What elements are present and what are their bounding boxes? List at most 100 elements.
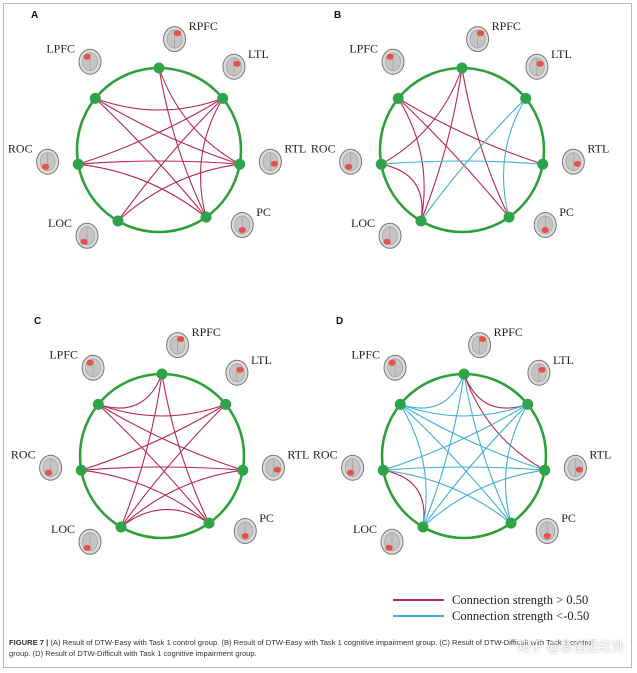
connection-rpfc-lpfc: [400, 373, 465, 409]
brain-icon-roc: [39, 454, 63, 481]
node-ltl: [520, 92, 532, 104]
node-ltl: [220, 398, 232, 410]
legend-negative-label: Connection strength <-0.50: [452, 609, 589, 623]
brain-icon-rtl: [561, 148, 585, 175]
panel-letter: A: [31, 10, 38, 21]
brain-icon-pc: [535, 517, 559, 544]
node-loc: [417, 521, 429, 533]
connection-ltl-roc: [383, 403, 528, 471]
brain-icon-roc: [341, 454, 365, 481]
brain-icon-pc: [533, 211, 557, 238]
node-pc: [503, 211, 515, 223]
region-label-rpfc: RPFC: [189, 19, 218, 33]
connection-lpfc-loc: [399, 404, 427, 528]
panel-ring: [75, 66, 243, 234]
node-rtl: [539, 464, 551, 476]
brain-icon-lpfc: [383, 354, 407, 381]
connection-lpfc-pc: [399, 404, 512, 524]
region-label-pc: PC: [256, 205, 271, 219]
connection-rpfc-pc: [463, 373, 512, 524]
connection-lpfc-pc: [97, 404, 210, 524]
node-ltl: [522, 398, 534, 410]
node-loc: [115, 521, 127, 533]
region-label-ltl: LTL: [248, 47, 269, 61]
connection-lpfc-pc: [397, 98, 510, 218]
connection-ltl-roc: [81, 403, 226, 471]
connection-rpfc-ltl: [463, 373, 528, 409]
node-loc: [415, 215, 427, 227]
brain-icon-lpfc: [78, 48, 102, 75]
region-label-rpfc: RPFC: [494, 325, 523, 339]
legend-positive-label: Connection strength > 0.50: [452, 593, 588, 607]
node-roc: [377, 464, 389, 476]
region-label-lpfc: LPFC: [351, 348, 380, 362]
node-roc: [75, 464, 87, 476]
panel-ring: [378, 66, 546, 234]
region-label-ltl: LTL: [551, 47, 572, 61]
node-loc: [112, 215, 124, 227]
connection-ltl-pc: [199, 98, 224, 218]
panel-ring: [380, 372, 548, 540]
connection-ltl-lpfc: [95, 97, 223, 111]
region-label-lpfc: LPFC: [49, 348, 78, 362]
connection-lpfc-pc: [94, 98, 207, 218]
watermark: 知乎 @意创近红外: [516, 640, 625, 655]
legend: Connection strength > 0.50 Connection st…: [393, 593, 589, 623]
brain-icon-roc: [339, 148, 363, 175]
connection-rtl-loc: [117, 163, 240, 222]
connection-rtl-roc: [383, 466, 545, 471]
brain-icon-rpfc: [166, 332, 190, 359]
region-label-lpfc: LPFC: [349, 42, 378, 56]
connection-loc-pc: [120, 508, 210, 528]
region-label-ltl: LTL: [553, 353, 574, 367]
connection-rpfc-pc: [161, 373, 210, 524]
node-pc: [203, 517, 215, 529]
brain-icon-ltl: [225, 359, 249, 386]
brain-icon-pc: [230, 211, 254, 238]
connection-rtl-roc: [81, 466, 243, 471]
brain-icon-rtl: [563, 454, 587, 481]
brain-icon-rpfc: [468, 332, 492, 359]
region-label-loc: LOC: [351, 216, 375, 230]
region-label-roc: ROC: [11, 448, 36, 462]
connection-rpfc-lpfc: [98, 373, 163, 409]
connection-ltl-loc: [422, 404, 529, 528]
connection-rpfc-pc: [158, 67, 207, 218]
connection-rpfc-loc: [420, 67, 463, 222]
connection-ltl-pc: [502, 98, 527, 218]
node-rpfc: [456, 62, 468, 74]
region-label-roc: ROC: [311, 142, 336, 156]
brain-icon-loc: [378, 222, 402, 249]
region-label-rtl: RTL: [587, 142, 609, 156]
brain-icon-ltl: [527, 359, 551, 386]
connection-rtl-lpfc: [95, 97, 240, 165]
connection-rpfc-loc: [422, 373, 465, 528]
node-roc: [72, 158, 84, 170]
connection-rtl-roc: [78, 160, 240, 165]
figure-frame: [3, 3, 632, 668]
panel-ring: [78, 372, 246, 540]
node-rpfc: [153, 62, 165, 74]
connection-rtl-roc: [381, 160, 543, 165]
brain-icon-rpfc: [163, 26, 187, 53]
region-label-rtl: RTL: [284, 142, 306, 156]
connection-rpfc-rtl: [463, 373, 546, 471]
region-label-rtl: RTL: [589, 448, 611, 462]
node-lpfc: [89, 92, 101, 104]
connection-roc-loc: [383, 469, 425, 528]
connection-ltl-loc: [117, 98, 224, 222]
brain-icon-loc: [75, 222, 99, 249]
region-label-lpfc: LPFC: [46, 42, 75, 56]
node-rpfc: [156, 368, 168, 380]
brain-icon-rpfc: [466, 26, 490, 53]
node-rpfc: [458, 368, 470, 380]
connection-lpfc-loc: [397, 98, 425, 222]
connection-roc-pc: [383, 469, 512, 524]
node-rtl: [234, 158, 246, 170]
connection-ltl-lpfc: [400, 403, 528, 417]
caption-figure-label: FIGURE 7 |: [9, 638, 49, 647]
connection-roc-pc: [78, 163, 207, 218]
connection-rpfc-loc: [120, 373, 163, 528]
